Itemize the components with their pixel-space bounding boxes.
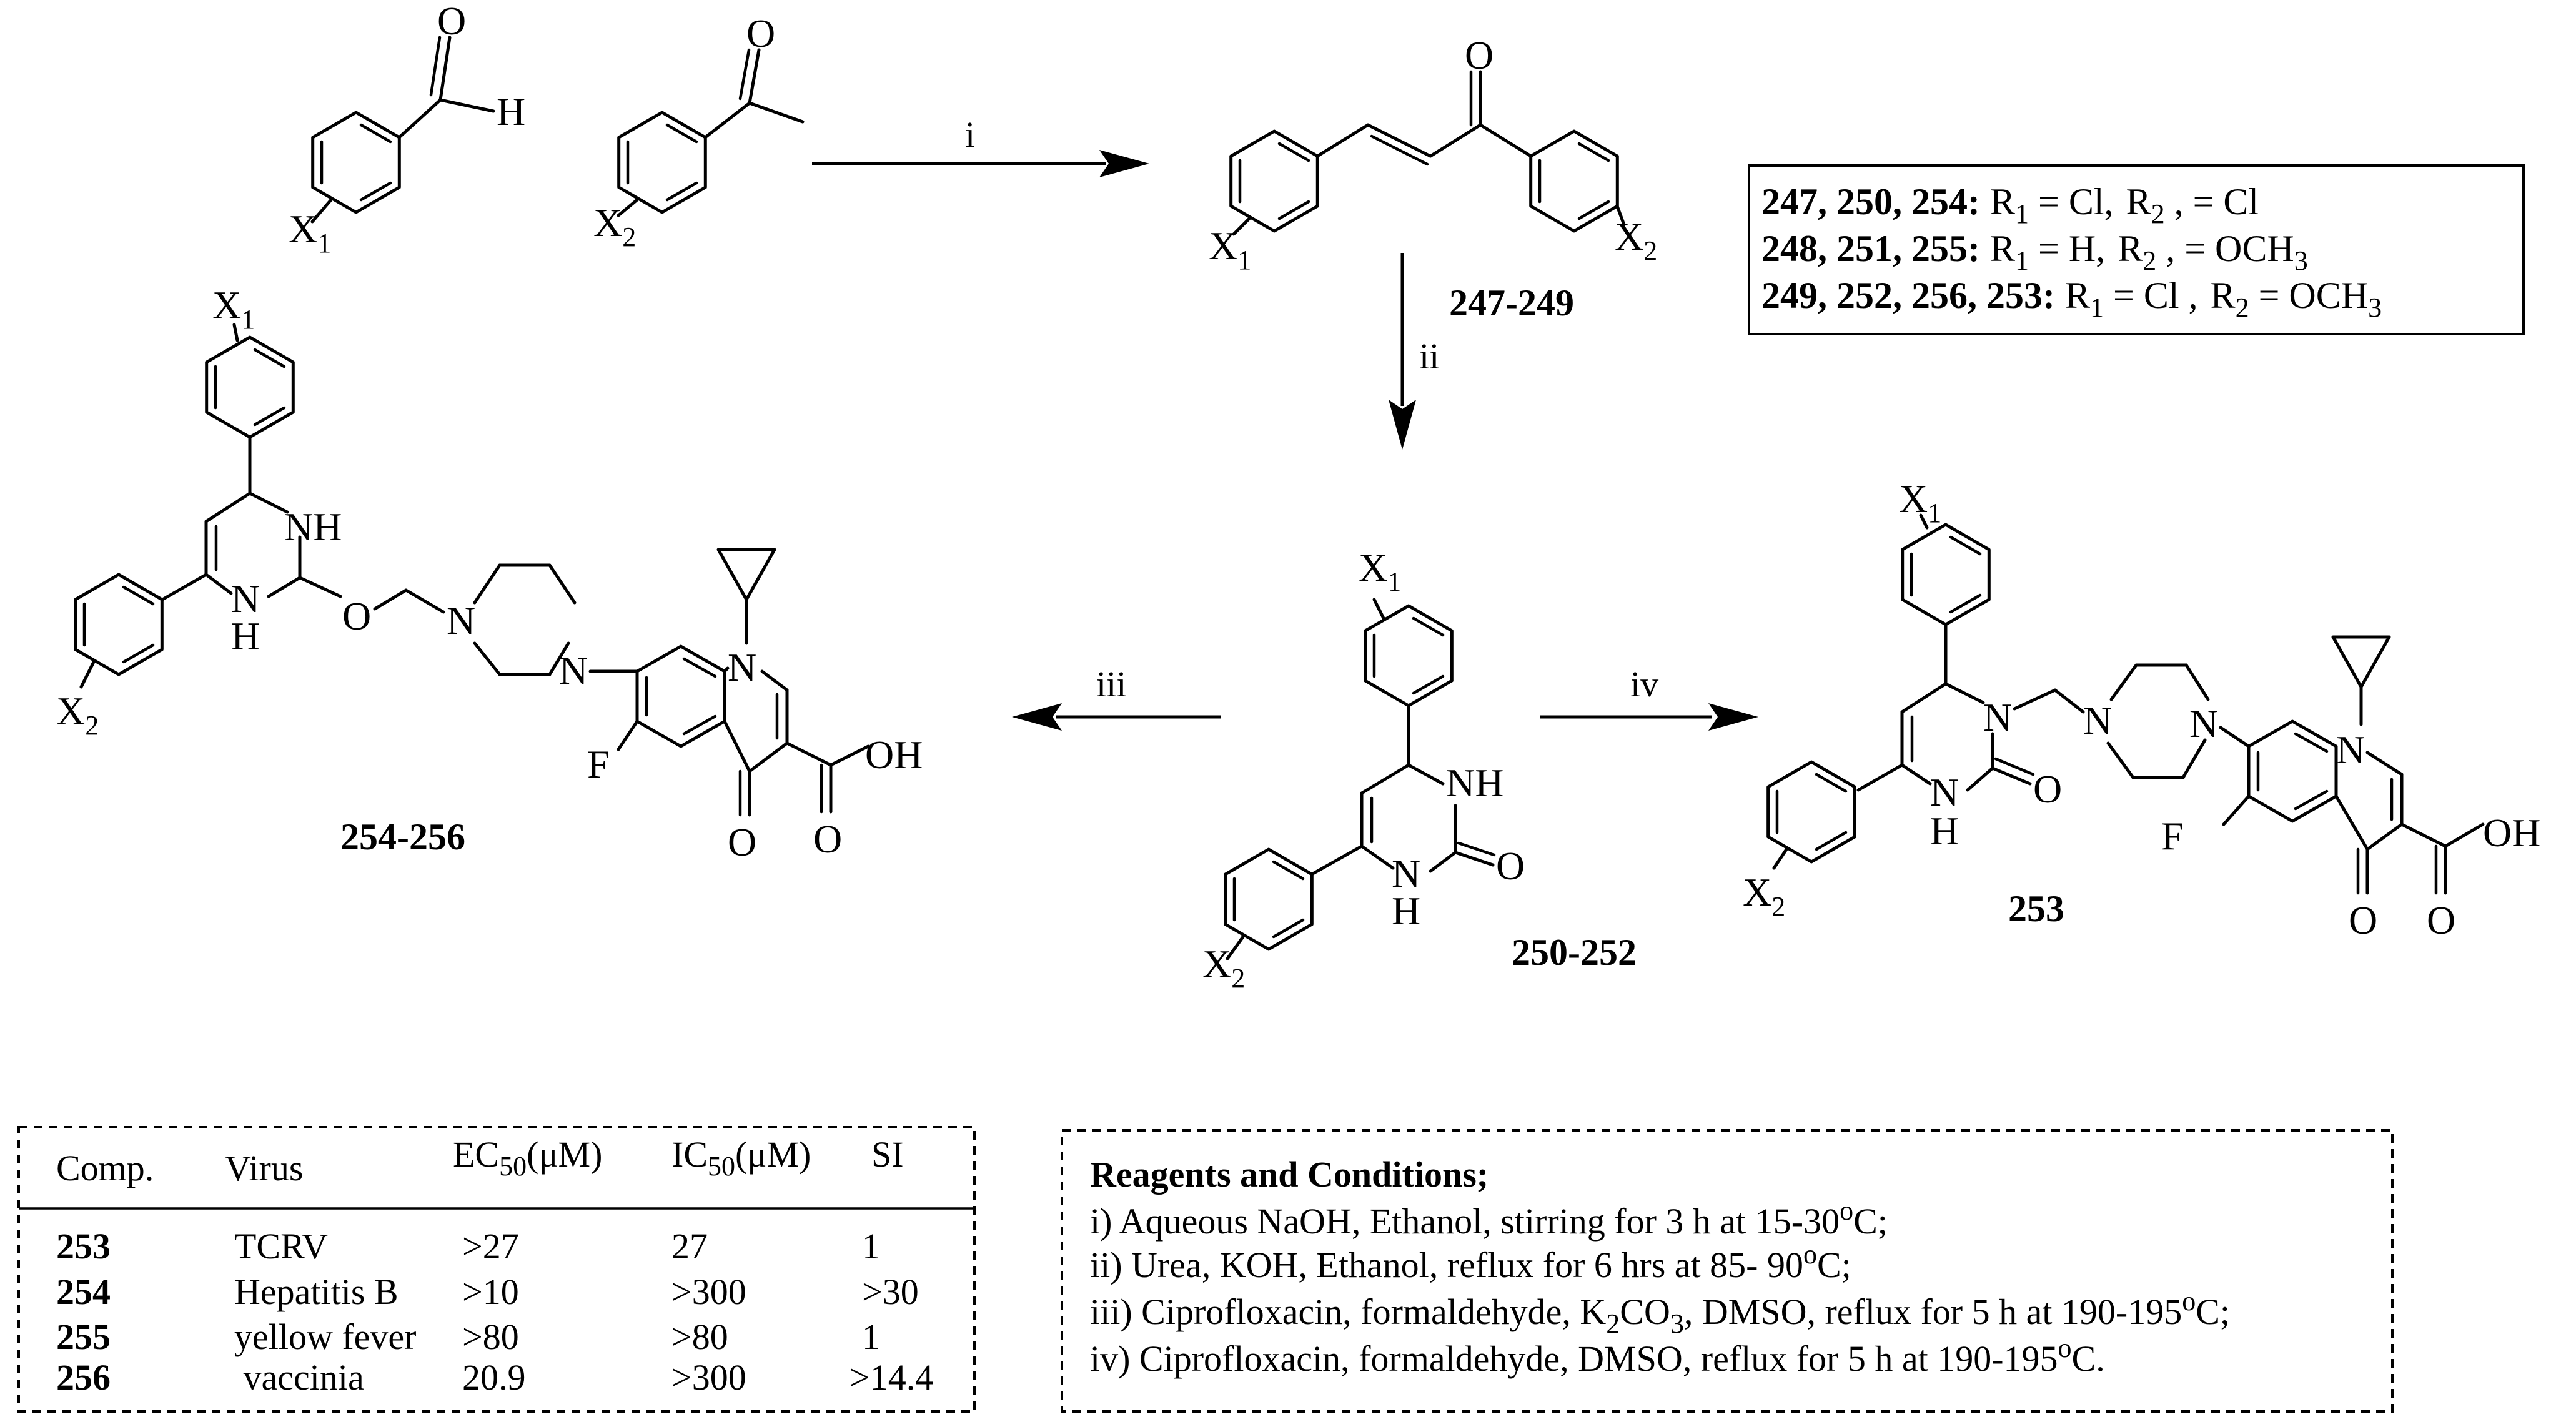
n-hybrid-piperazine-n4: N (2189, 701, 2218, 746)
table-cell-comp: 255 (56, 1316, 111, 1357)
step-i-label: i (965, 114, 975, 155)
chalcone-x1-label: X1 (1209, 224, 1251, 275)
table-cell-ec50: >10 (462, 1271, 519, 1312)
n-hybrid-piperazine-n1: N (2083, 698, 2112, 743)
table-header-virus: Virus (225, 1148, 303, 1188)
table-cell-si: >30 (862, 1271, 919, 1312)
acetophenone-structure: O X2 (593, 11, 805, 252)
aldehyde-h-label: H (497, 89, 525, 134)
table-cell-ec50: >27 (462, 1226, 519, 1266)
n-hybrid-acid-oh: OH (2483, 811, 2540, 855)
n-hybrid-x2-label: X2 (1743, 870, 1785, 922)
hybrid-f-label: F (587, 742, 610, 786)
step-iii-label: iii (1096, 664, 1126, 704)
arrow-step-iii: iii (1012, 664, 1221, 731)
compound-label-254-256: 254-256 (340, 816, 465, 857)
hybrid-x1-label: X1 (212, 283, 255, 335)
chalcone-structure: O X1 X2 247-249 (1209, 33, 1657, 323)
pyrimidinone-x1-label: X1 (1359, 545, 1401, 597)
n-hybrid-f-label: F (2161, 814, 2184, 858)
hybrid-nh-top: NH (284, 505, 342, 549)
pyrimidinone-o-label: O (1496, 844, 1525, 888)
table-cell-comp: 253 (56, 1226, 111, 1266)
table-header-comp: Comp. (56, 1148, 154, 1188)
step-iv-label: iv (1630, 664, 1658, 704)
table-row: 255 yellow fever >80 >80 1 (56, 1316, 880, 1357)
step-ii-label: ii (1419, 336, 1439, 377)
compound-label-247-249: 247-249 (1449, 282, 1574, 323)
n-hybrid-urea-o: O (2033, 767, 2062, 811)
chalcone-x2-label: X2 (1615, 214, 1657, 266)
hybrid-nh-bottom-h: H (231, 614, 260, 658)
conditions-title: Reagents and Conditions; (1090, 1154, 1489, 1195)
compound-label-250-252: 250-252 (1512, 932, 1637, 973)
legend-row-3: 249, 252, 256, 253:R1 = Cl ,R2 = OCH3 (1761, 275, 2382, 323)
hybrid-acid-o: O (813, 817, 842, 861)
x2-label: X2 (593, 200, 636, 252)
n-hybrid-keto-o: O (2349, 898, 2377, 942)
table-cell-ec50: >80 (462, 1316, 519, 1357)
hybrid-piperazine-n1: N (447, 598, 475, 643)
arrow-step-i: i (812, 114, 1149, 177)
table-cell-virus: Hepatitis B (234, 1271, 399, 1312)
table-row: 256 vaccinia 20.9 >300 >14.4 (56, 1357, 933, 1398)
compound-label-253: 253 (2008, 888, 2064, 929)
legend-row-2: 248, 251, 255:R1 = H,R2 , = OCH3 (1761, 228, 2308, 276)
hybrid-keto-o: O (728, 820, 756, 864)
table-cell-si: 1 (862, 1226, 880, 1266)
n-hybrid-acid-o: O (2427, 898, 2455, 942)
table-header-si: SI (871, 1134, 904, 1175)
pyrimidinone-structure: X1 NH N H O X2 250-252 (1202, 545, 1637, 994)
condition-line-i: i) Aqueous NaOH, Ethanol, stirring for 3… (1090, 1195, 1888, 1242)
table-cell-comp: 254 (56, 1271, 111, 1312)
condition-line-ii: ii) Urea, KOH, Ethanol, reflux for 6 hrs… (1090, 1239, 1851, 1285)
substituent-legend: 247, 250, 254:R1 = Cl,R2 , = Cl 248, 251… (1748, 164, 2525, 335)
ether-hybrid-structure: X1 NH N H O N N (56, 283, 923, 864)
n-hybrid-nh-n: N (1930, 770, 1959, 814)
ketone-o-label: O (746, 11, 775, 56)
table-header-ec50: EC50(μM) (453, 1134, 602, 1182)
hybrid-quinolone-n: N (728, 645, 756, 689)
aldehyde-o-label: O (437, 0, 466, 43)
activity-table: Comp. Virus EC50(μM) IC50(μM) SI 253 TCR… (17, 1126, 976, 1413)
reagents-conditions-box: Reagents and Conditions; i) Aqueous NaOH… (1061, 1129, 2394, 1413)
arrow-step-iv: iv (1540, 664, 1758, 731)
x1-label: X1 (289, 207, 331, 259)
table-cell-ec50: 20.9 (462, 1357, 526, 1398)
hybrid-nh-bottom-n: N (231, 576, 260, 621)
condition-line-iv: iv) Ciprofloxacin, formaldehyde, DMSO, r… (1090, 1333, 2105, 1379)
table-header-ic50: IC50(μM) (671, 1134, 811, 1182)
table-row: 253 TCRV >27 27 1 (56, 1226, 880, 1266)
benzaldehyde-structure: O H X1 (289, 0, 525, 259)
table-cell-virus: vaccinia (234, 1357, 364, 1398)
hybrid-acid-oh: OH (865, 733, 923, 777)
pyrimidinone-nh-bottom-h: H (1392, 889, 1420, 933)
pyrimidinone-nh-bottom-n: N (1392, 851, 1420, 896)
legend-row-1: 247, 250, 254:R1 = Cl,R2 , = Cl (1761, 181, 2259, 229)
hybrid-x2-label: X2 (56, 689, 99, 741)
table-cell-ic50: >300 (671, 1271, 746, 1312)
condition-line-iii: iii) Ciprofloxacin, formaldehyde, K2CO3,… (1090, 1286, 2230, 1339)
n-hybrid-nh-h: H (1930, 809, 1959, 853)
n-hybrid-x1-label: X1 (1899, 476, 1941, 528)
hybrid-piperazine-n4: N (559, 648, 588, 693)
table-cell-comp: 256 (56, 1357, 111, 1398)
n-hybrid-structure: X1 N N H O N N (1743, 476, 2540, 942)
n-hybrid-quinolone-n: N (2336, 728, 2365, 772)
hybrid-ether-o: O (342, 594, 371, 638)
table-cell-ic50: >80 (671, 1316, 728, 1357)
table-cell-ic50: >300 (671, 1357, 746, 1398)
chalcone-o-label: O (1465, 33, 1494, 77)
arrow-step-ii: ii (1389, 253, 1439, 450)
table-cell-si: 1 (862, 1316, 880, 1357)
table-cell-si: >14.4 (850, 1357, 933, 1398)
n-hybrid-ring-n: N (1983, 695, 2012, 739)
pyrimidinone-x2-label: X2 (1202, 942, 1245, 994)
table-cell-ic50: 27 (671, 1226, 708, 1266)
table-row: 254 Hepatitis B >10 >300 >30 (56, 1271, 919, 1312)
table-cell-virus: yellow fever (234, 1316, 416, 1357)
pyrimidinone-nh-top: NH (1446, 761, 1503, 805)
table-cell-virus: TCRV (234, 1226, 328, 1266)
